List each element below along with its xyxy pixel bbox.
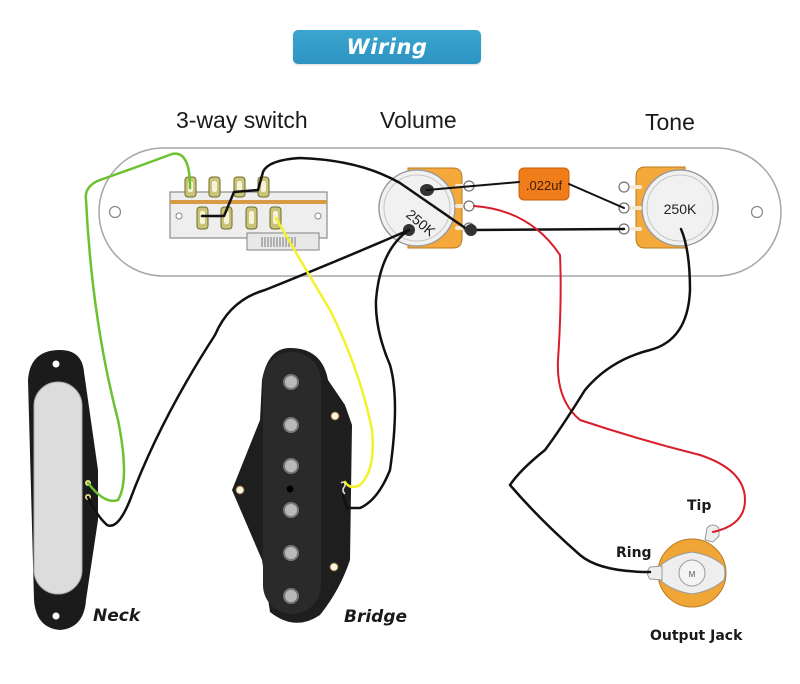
jack-tip-lug (704, 524, 720, 543)
pole-piece (283, 502, 299, 518)
label-3-way-switch: 3-way switch (176, 107, 308, 133)
neck-pickup (28, 350, 98, 630)
bridge-mount-hole (235, 485, 245, 495)
bridge-terminal (340, 481, 346, 495)
pole-piece (283, 374, 299, 390)
pole-piece (283, 588, 299, 604)
label-volume: Volume (380, 107, 457, 133)
wire-black-cap-to-tone (568, 183, 625, 209)
bridge-pickup (232, 348, 352, 623)
wire-black-output-ring (508, 227, 692, 574)
label-output-jack: Output Jack (650, 628, 743, 644)
jack-center-mark: M (689, 570, 696, 579)
volume-lug-2 (463, 200, 475, 212)
pole-piece (283, 545, 299, 561)
wire-black-bridge-ground (341, 228, 411, 510)
pole-piece (283, 417, 299, 433)
title-badge: Wiring (293, 30, 481, 64)
wire-black-vol-to-tone (469, 227, 626, 232)
label-bridge: Bridge (344, 607, 407, 627)
tone-pot: 250K (618, 166, 719, 249)
plate-screw-hole-right (750, 205, 764, 219)
pole-piece (283, 458, 299, 474)
label-neck: Neck (93, 606, 142, 626)
label-tip: Tip (687, 498, 711, 514)
tone-pot-value: 250K (664, 201, 697, 217)
wire-green-neck-hot (84, 152, 192, 503)
bridge-mount-hole (330, 411, 340, 421)
tone-lug-1 (618, 181, 630, 193)
diagram-title: Wiring (346, 35, 428, 59)
wire-red-output-tip (473, 205, 746, 533)
capacitor: .022uf (518, 167, 570, 201)
neck-mount-hole (52, 360, 60, 368)
wire-yellow-bridge-hot (274, 216, 374, 489)
jack-ring-lug (647, 565, 663, 581)
bridge-mount-hole (329, 562, 339, 572)
label-ring: Ring (616, 545, 652, 561)
output-jack: M (647, 524, 727, 608)
neck-mount-hole (52, 612, 60, 620)
label-tone: Tone (645, 109, 695, 135)
plate-screw-hole-left (108, 205, 122, 219)
volume-lug-3-solder (465, 224, 477, 236)
wire-black-vol-to-cap (426, 181, 520, 191)
capacitor-value: .022uf (526, 178, 563, 193)
wire-black-switch-jumper (200, 156, 473, 234)
